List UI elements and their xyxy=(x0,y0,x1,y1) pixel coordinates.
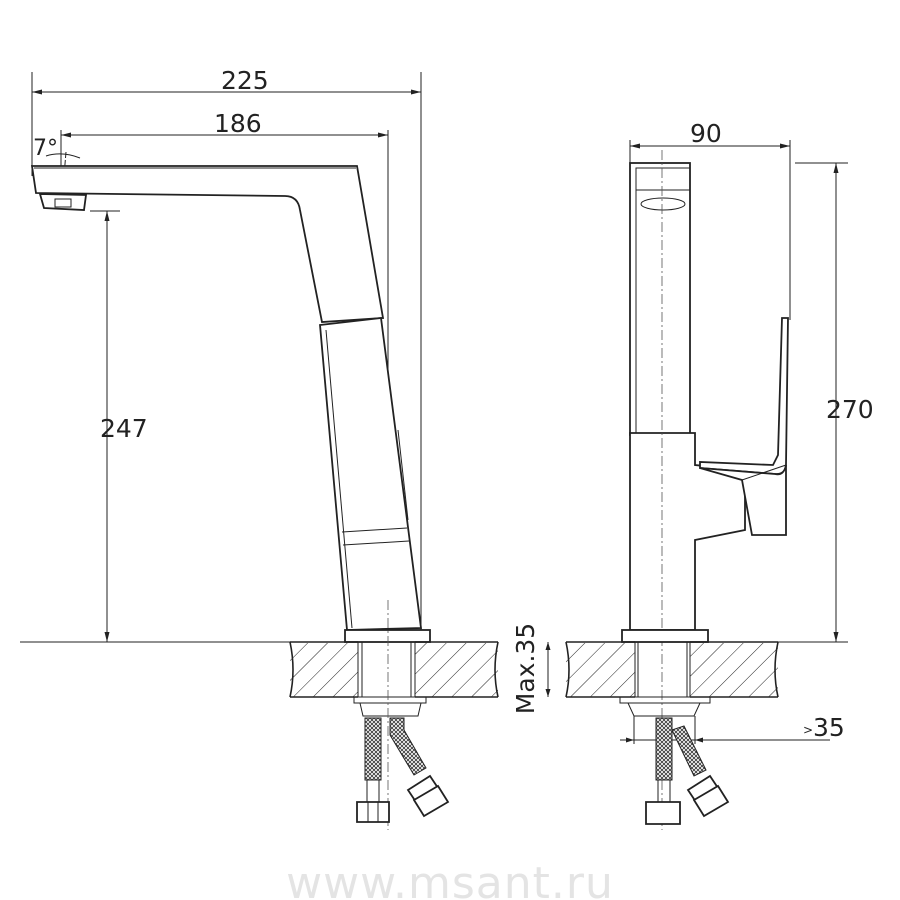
watermark: www.msant.ru xyxy=(286,858,614,900)
faucet-body-front xyxy=(629,150,746,830)
mounting-nut xyxy=(353,600,427,830)
handle-lever xyxy=(699,317,789,536)
label-hole-prefix: > xyxy=(803,723,814,737)
supply-hoses xyxy=(356,717,450,823)
front-view xyxy=(545,140,848,830)
mounting-nut-front xyxy=(619,696,711,717)
faucet-body xyxy=(319,317,423,631)
dimension-max35 xyxy=(545,642,551,697)
dimension-247 xyxy=(20,210,290,643)
label-hole-35: 35 xyxy=(813,713,845,742)
aerator-front xyxy=(640,197,686,211)
side-view xyxy=(20,72,499,830)
spout xyxy=(30,165,385,323)
dimension-225 xyxy=(31,72,422,630)
countertop-section-front xyxy=(565,641,779,698)
dimension-270 xyxy=(778,162,848,643)
label-7-degrees: 7° xyxy=(33,136,58,161)
label-90: 90 xyxy=(690,119,722,148)
label-max35: Max.35 xyxy=(511,622,541,715)
countertop-section xyxy=(289,641,499,698)
dimension-90 xyxy=(629,140,791,320)
label-270: 270 xyxy=(826,395,874,424)
supply-hoses-front xyxy=(645,717,730,825)
base-collar xyxy=(344,629,431,643)
label-225: 225 xyxy=(221,66,269,95)
base-collar-front xyxy=(621,629,709,643)
label-247: 247 xyxy=(100,414,148,443)
aerator xyxy=(38,193,88,211)
dimension-hole-35 xyxy=(620,716,830,744)
label-186: 186 xyxy=(214,109,262,138)
